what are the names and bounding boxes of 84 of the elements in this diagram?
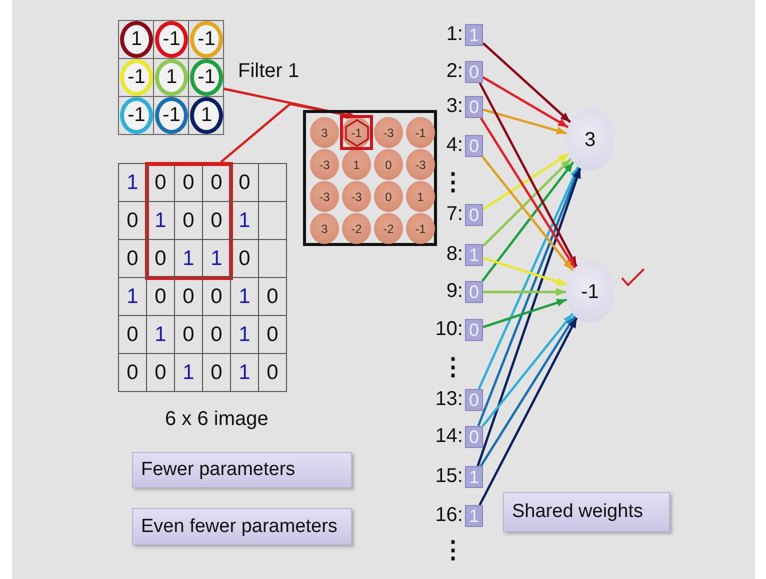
pixel-cell: 0	[147, 354, 175, 392]
pixel-cell: 0	[119, 354, 147, 392]
input-index-label: 1:	[446, 23, 463, 46]
input-value-box: 0	[465, 319, 483, 341]
arrow	[483, 288, 566, 296]
pixel-cell: 1	[231, 354, 259, 392]
pixel-cell: 0	[175, 202, 203, 240]
input-index-label: 4:	[446, 134, 463, 157]
arrow	[482, 108, 567, 134]
pixel-cell: 1	[175, 240, 203, 278]
arrow	[482, 298, 568, 328]
highlight-box	[145, 162, 233, 280]
pixel-cell: 0	[175, 164, 203, 202]
ellipsis-label: ⋮	[441, 168, 465, 197]
pixel-cell: 1	[231, 316, 259, 354]
input-value-box: 1	[465, 24, 483, 46]
pixel-cell: 0	[119, 240, 147, 278]
input-value-box: 0	[465, 281, 483, 303]
arrow	[482, 312, 574, 427]
pixel-cell: 0	[175, 278, 203, 316]
pixel-cell	[259, 202, 287, 240]
arrow	[482, 42, 572, 124]
pixel-cell: 1	[231, 278, 259, 316]
input-index-label: 7:	[446, 203, 463, 226]
pixel-cell: 0	[259, 316, 287, 354]
input-index-label: 15:	[435, 465, 463, 488]
pixel-cell: 1	[231, 202, 259, 240]
pixel-cell: 0	[147, 164, 175, 202]
input-value-box: 0	[465, 135, 483, 157]
pixel-cell: 0	[203, 164, 231, 202]
input-value-box: 0	[465, 96, 483, 118]
pixel-cell: 0	[147, 278, 175, 316]
note-box: Shared weights	[503, 492, 670, 532]
input-index-label: 10:	[435, 318, 463, 341]
input-index-label: 3:	[446, 95, 463, 118]
caption-label: 6 x 6 image	[165, 408, 268, 431]
pixel-cell: 0	[203, 354, 231, 392]
caption-label: Filter 1	[238, 60, 300, 83]
ellipsis-label: ⋮	[441, 353, 465, 382]
input-value-box: 1	[465, 466, 483, 488]
arrow	[480, 315, 576, 467]
pixel-cell: 0	[119, 316, 147, 354]
pixel-cell: 1	[119, 164, 147, 202]
arrow	[482, 256, 568, 286]
arrow	[482, 152, 570, 210]
pixel-cell	[259, 164, 287, 202]
ellipsis-label: ⋮	[441, 536, 465, 565]
pixel-cell: 0	[119, 202, 147, 240]
note-box: Fewer parameters	[132, 452, 352, 488]
input-value-box: 0	[465, 204, 483, 226]
input-index-label: 16:	[435, 504, 463, 527]
pixel-cell: 0	[175, 316, 203, 354]
input-value-box: 1	[465, 505, 483, 527]
input-index-label: 14:	[435, 425, 463, 448]
pixel-cell: 0	[203, 278, 231, 316]
arrow	[482, 158, 572, 247]
pixel-cell: 0	[147, 240, 175, 278]
input-value-box: 0	[465, 389, 483, 411]
input-index-label: 2:	[446, 60, 463, 83]
input-value-box: 1	[465, 244, 483, 266]
pixel-cell: 1	[147, 316, 175, 354]
input-index-label: 9:	[446, 280, 463, 303]
note-box: Even fewer parameters	[132, 508, 352, 545]
arrow	[478, 82, 578, 267]
arrow	[478, 166, 580, 390]
pixel-cell: 0	[203, 202, 231, 240]
input-index-label: 13:	[435, 388, 463, 411]
pixel-cell: 1	[203, 240, 231, 278]
input-value-box: 0	[465, 61, 483, 83]
feature-map	[303, 110, 437, 246]
arrow	[478, 317, 578, 506]
pixel-cell: 0	[231, 164, 259, 202]
arrow	[482, 76, 569, 128]
pixel-cell: 0	[231, 240, 259, 278]
arrow	[480, 117, 576, 269]
pixel-cell	[259, 240, 287, 278]
pixel-cell: 0	[203, 316, 231, 354]
pixel-cell: 0	[259, 354, 287, 392]
pixel-cell: 1	[119, 278, 147, 316]
pixel-cell: 1	[175, 354, 203, 392]
pixel-cell: 1	[147, 202, 175, 240]
pixel-cell: 0	[259, 278, 287, 316]
input-index-label: 8:	[446, 243, 463, 266]
input-value-box: 0	[465, 426, 483, 448]
